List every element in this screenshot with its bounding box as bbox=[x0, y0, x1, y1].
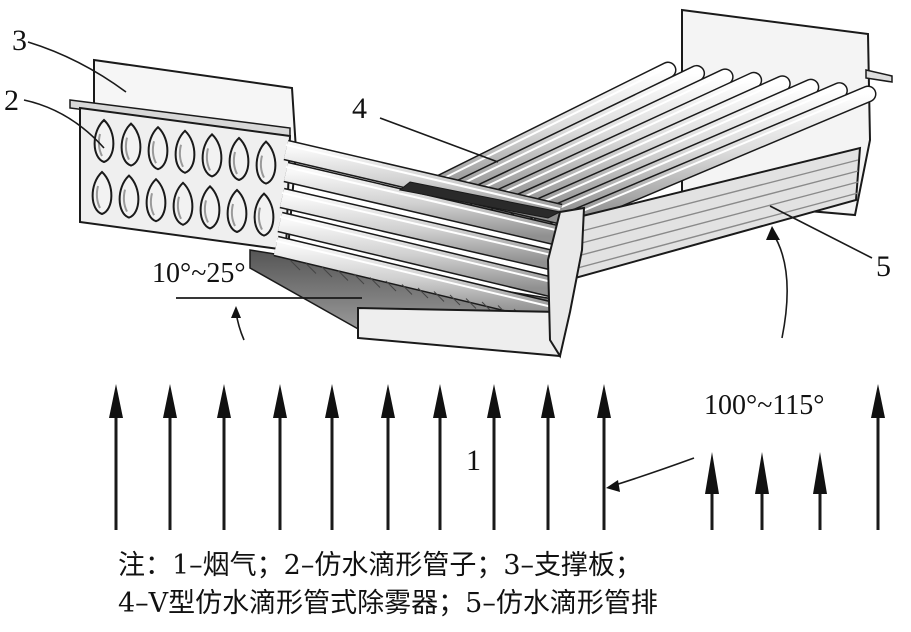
arrow-head bbox=[541, 384, 555, 418]
leader-5 bbox=[769, 205, 873, 259]
leader-2 bbox=[23, 99, 105, 149]
right-tube-5 bbox=[492, 76, 790, 218]
figure-note-line-1: 注：1–烟气；2–仿水滴形管子；3–支撑板； bbox=[118, 550, 643, 581]
arrow-head bbox=[109, 384, 123, 418]
label-5: 5 bbox=[876, 250, 891, 283]
tilt-angle-indicator bbox=[176, 297, 362, 341]
label-4: 4 bbox=[352, 92, 367, 125]
arrow-head bbox=[325, 384, 339, 418]
arrow-head bbox=[433, 384, 447, 418]
arrow-head bbox=[487, 384, 501, 418]
label-1: 1 bbox=[466, 444, 481, 477]
flue-gas-arrows bbox=[109, 384, 885, 530]
right-tube-2 bbox=[428, 66, 704, 207]
arrow-head bbox=[871, 384, 885, 418]
v-angle-indicator bbox=[606, 226, 788, 492]
right-tube-8 bbox=[557, 87, 875, 229]
right-tube-6 bbox=[514, 80, 818, 222]
v-angle-label: 100°~115° bbox=[704, 390, 825, 421]
figure-note-line-2: 4–V型仿水滴形管式除雾器；5–仿水滴形管排 bbox=[118, 588, 658, 619]
arrow-head bbox=[755, 452, 769, 494]
arrow-head bbox=[705, 452, 719, 494]
left-tube-bank bbox=[249, 139, 563, 358]
right-tube-4 bbox=[471, 73, 761, 215]
v-joint-plate bbox=[398, 181, 586, 359]
arrow-head bbox=[813, 452, 827, 494]
leader-lines bbox=[23, 41, 873, 259]
left-tube-4 bbox=[277, 213, 559, 297]
right-tube-1 bbox=[407, 63, 675, 203]
arrow-head bbox=[217, 384, 231, 418]
label-3: 3 bbox=[12, 24, 27, 57]
arrow-head bbox=[163, 384, 177, 418]
arrow-head bbox=[273, 384, 287, 418]
right-tube-7 bbox=[535, 83, 847, 226]
tilt-angle-label: 10°~25° bbox=[152, 258, 246, 289]
arrow-head bbox=[597, 384, 611, 418]
right-tube-3 bbox=[449, 69, 733, 211]
teardrop-tube-ends bbox=[91, 118, 277, 237]
leader-4 bbox=[379, 117, 499, 163]
leader-3 bbox=[27, 41, 127, 93]
right-tube-bank bbox=[405, 61, 877, 282]
left-tube-3 bbox=[279, 189, 563, 271]
label-2: 2 bbox=[4, 84, 19, 117]
left-tube-5 bbox=[273, 237, 555, 321]
arrow-head bbox=[381, 384, 395, 418]
left-tube-2 bbox=[283, 163, 563, 245]
